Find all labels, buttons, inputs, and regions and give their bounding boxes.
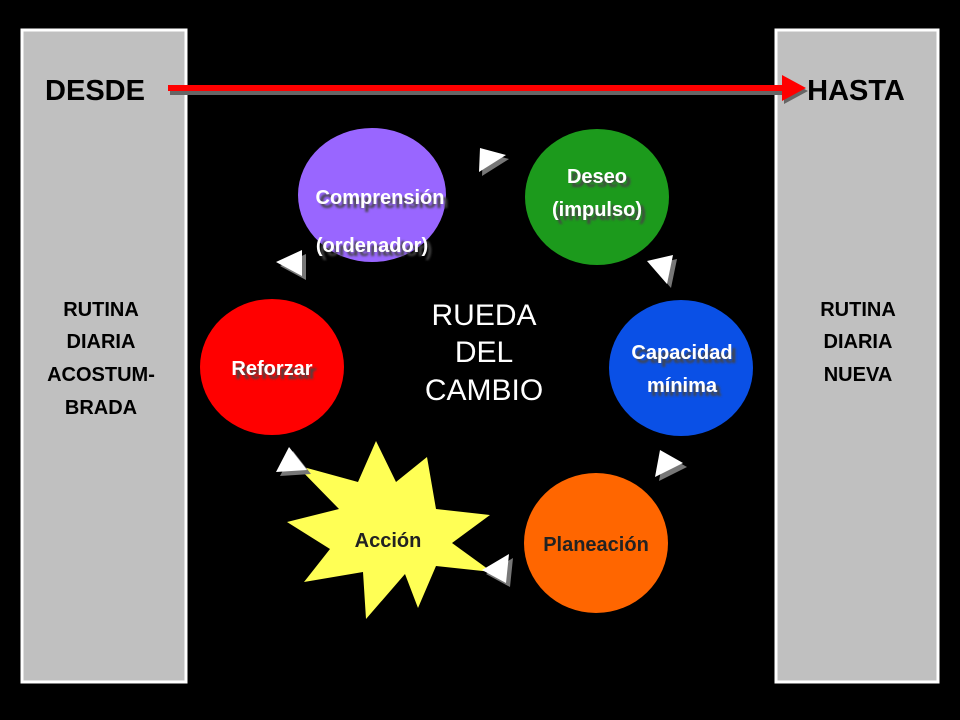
center-title: RUEDA DEL CAMBIO <box>425 299 543 407</box>
center-title-line: DEL <box>455 336 513 369</box>
left-panel-line: ACOSTUM- <box>47 364 155 386</box>
node-comprension-label: Comprensión <box>316 187 445 209</box>
node-capacidad-label: mínima <box>647 375 718 397</box>
node-planeacion: Planeación <box>524 473 668 613</box>
arrowhead-comprension-deseo <box>479 148 509 176</box>
right-panel-line: RUTINA <box>820 299 896 321</box>
node-accion: Acción <box>287 441 492 619</box>
right-panel-heading: HASTA <box>807 75 905 107</box>
right-panel-line: DIARIA <box>824 331 893 353</box>
center-title-line: RUEDA <box>431 299 536 332</box>
arrowhead-reforzar-comprension <box>276 250 306 280</box>
left-panel-line: BRADA <box>65 397 137 419</box>
node-comprension: Comprensión (ordenador) <box>298 128 446 262</box>
node-reforzar: Reforzar <box>200 299 344 435</box>
arrowhead-accion-reforzar <box>276 447 311 476</box>
node-deseo-label: (impulso) <box>552 199 642 221</box>
arrowhead-planeacion-accion <box>482 554 513 587</box>
node-deseo-label: Deseo <box>567 166 627 188</box>
node-deseo: Deseo (impulso) <box>525 129 669 265</box>
left-panel: DESDE RUTINA DIARIA ACOSTUM- BRADA <box>20 28 188 684</box>
arrowhead-deseo-capacidad <box>647 255 677 288</box>
arrowhead-capacidad-planeacion <box>655 450 687 481</box>
center-title-line: CAMBIO <box>425 374 543 407</box>
node-reforzar-label: Reforzar <box>231 358 312 380</box>
left-panel-heading: DESDE <box>45 75 145 107</box>
left-panel-line: DIARIA <box>67 331 136 353</box>
right-panel: HASTA RUTINA DIARIA NUEVA <box>774 28 940 684</box>
node-accion-label: Acción <box>355 530 422 552</box>
node-planeacion-label: Planeación <box>543 534 649 556</box>
node-capacidad: Capacidad mínima <box>609 300 753 436</box>
left-panel-line: RUTINA <box>63 299 139 321</box>
cycle-arrowheads <box>276 148 687 587</box>
node-comprension-label: (ordenador) <box>316 235 428 257</box>
desde-hasta-arrow <box>168 75 808 104</box>
right-panel-line: NUEVA <box>824 364 893 386</box>
node-capacidad-label: Capacidad <box>631 342 732 364</box>
